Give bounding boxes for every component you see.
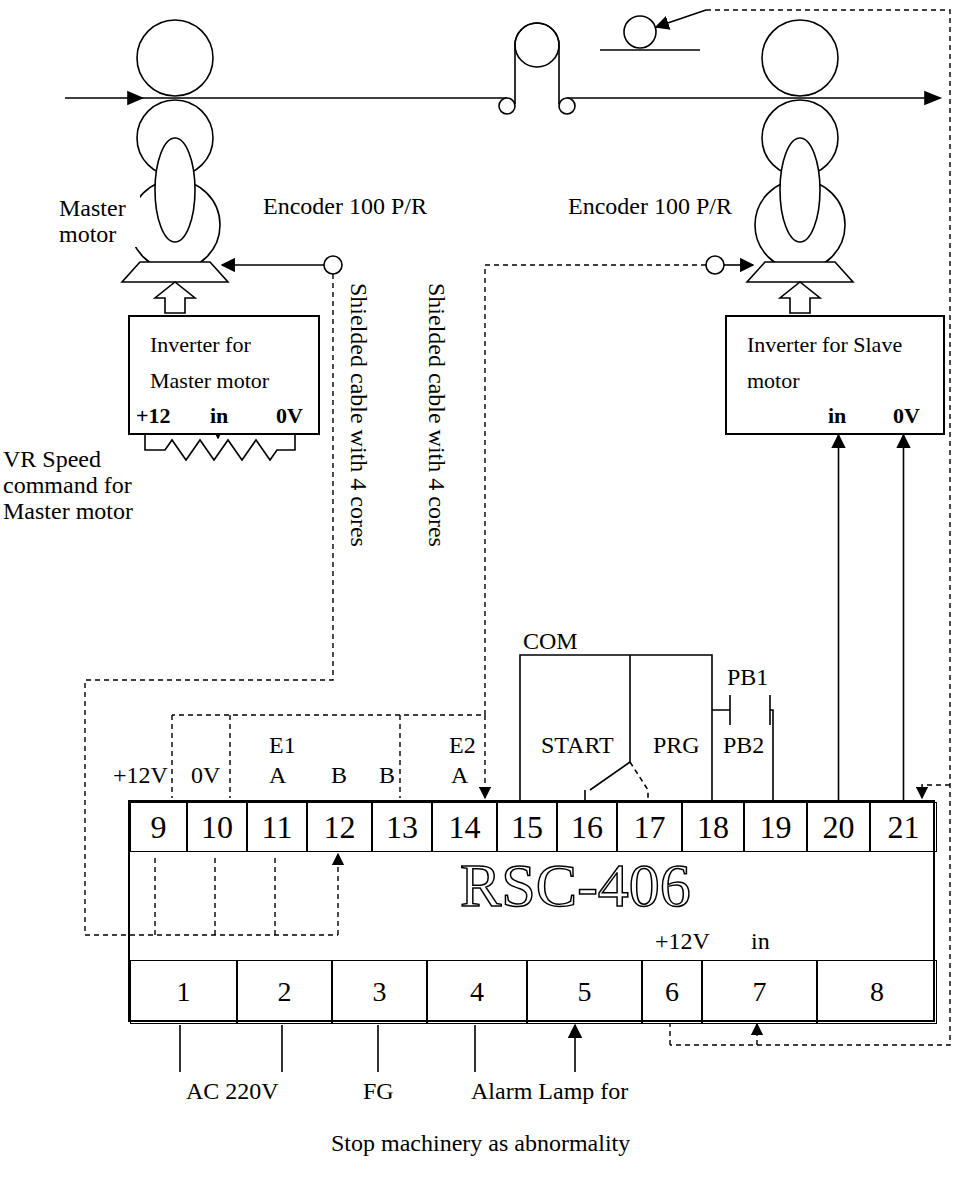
pin-label: in: [828, 403, 846, 429]
signal-name: B: [330, 762, 348, 788]
terminal-cell: 19: [744, 802, 807, 852]
terminal-cell: 8: [817, 960, 937, 1024]
cable-note: Shielded cable with 4 cores: [346, 282, 372, 548]
terminal-cell: 21: [870, 802, 937, 852]
terminal-number: 17: [634, 809, 666, 846]
inverter-title: Inverter for Slave motor: [747, 327, 907, 399]
terminal-cell: 6: [642, 960, 702, 1024]
terminal-cell: 18: [682, 802, 744, 852]
terminal-number: 9: [151, 809, 167, 846]
terminal-cell: 1: [130, 960, 237, 1024]
terminal-number: 14: [449, 809, 481, 846]
terminal-cell: 4: [427, 960, 527, 1024]
terminal-number: 20: [823, 809, 855, 846]
signal-name: COM: [522, 628, 579, 654]
terminal-number: 10: [201, 809, 233, 846]
terminal-cell: 15: [497, 802, 557, 852]
controller-name: RSC-406: [460, 854, 691, 916]
signal-name: FG: [362, 1078, 395, 1104]
signal-name: +12V: [112, 762, 169, 788]
pin-label: +12: [136, 403, 171, 429]
terminal-number: 18: [697, 809, 729, 846]
signal-wire: [903, 435, 905, 802]
terminal-number: 2: [278, 976, 292, 1008]
inverter-box: Inverter for Slave motor in 0V: [725, 315, 945, 435]
part-name: Master motor: [58, 195, 140, 247]
terminal-number: 6: [665, 976, 679, 1008]
pin-label: in: [210, 403, 228, 429]
signal-name: AC 220V: [185, 1078, 280, 1104]
signal-name: 0V: [190, 762, 221, 788]
terminal-number: 1: [177, 976, 191, 1008]
switch-name: START: [540, 732, 615, 758]
pin-label: 0V: [276, 403, 303, 429]
note-text: Alarm Lamp for: [470, 1078, 629, 1104]
terminal-cell: 12: [307, 802, 372, 852]
controller-box: RSC-406910111213141516171819202112345678: [128, 800, 935, 1022]
terminal-cell: 5: [527, 960, 642, 1024]
terminal-cell: 11: [247, 802, 307, 852]
inverter-box: Inverter for Master motor +12 in 0V: [128, 315, 320, 435]
inverter-title: Inverter for Master motor: [150, 327, 310, 399]
pin-label: 0V: [893, 403, 920, 429]
note-text: Stop machinery as abnormality: [330, 1130, 631, 1156]
terminal-number: 3: [373, 976, 387, 1008]
terminal-cell: 17: [617, 802, 682, 852]
terminal-number: 8: [870, 976, 884, 1008]
note-text: VR Speed command for Master motor: [2, 446, 144, 524]
signal-name: E2: [448, 732, 477, 758]
terminal-cell: 9: [130, 802, 187, 852]
terminal-cell: 16: [557, 802, 617, 852]
part-name: Encoder 100 P/R: [262, 193, 428, 219]
terminal-number: 15: [511, 809, 543, 846]
terminal-cell: 7: [702, 960, 817, 1024]
cable-note: Shielded cable with 4 cores: [424, 282, 450, 548]
terminal-cell: 14: [432, 802, 497, 852]
terminal-number: 12: [324, 809, 356, 846]
terminal-number: 11: [262, 809, 293, 846]
terminal-number: 13: [386, 809, 418, 846]
switch-name: PB1: [726, 664, 769, 690]
terminal-number: 7: [753, 976, 767, 1008]
terminal-number: 21: [888, 809, 920, 846]
signal-name: in: [750, 928, 771, 954]
switch-name: PRG: [652, 732, 701, 758]
terminal-number: 16: [571, 809, 603, 846]
signal-name: +12V: [654, 928, 711, 954]
terminal-cell: 2: [237, 960, 332, 1024]
switch-name: PB2: [722, 732, 765, 758]
signal-name: E1: [268, 732, 297, 758]
terminal-cell: 3: [332, 960, 427, 1024]
part-name: Encoder 100 P/R: [567, 193, 733, 219]
signal-name: B: [378, 762, 396, 788]
terminal-number: 19: [760, 809, 792, 846]
signal-wire: [838, 435, 840, 802]
terminal-number: 5: [578, 976, 592, 1008]
terminal-cell: 10: [187, 802, 247, 852]
terminal-cell: 20: [807, 802, 870, 852]
signal-name: A: [268, 762, 287, 788]
terminal-cell: 13: [372, 802, 432, 852]
signal-name: A: [450, 762, 469, 788]
terminal-number: 4: [470, 976, 484, 1008]
